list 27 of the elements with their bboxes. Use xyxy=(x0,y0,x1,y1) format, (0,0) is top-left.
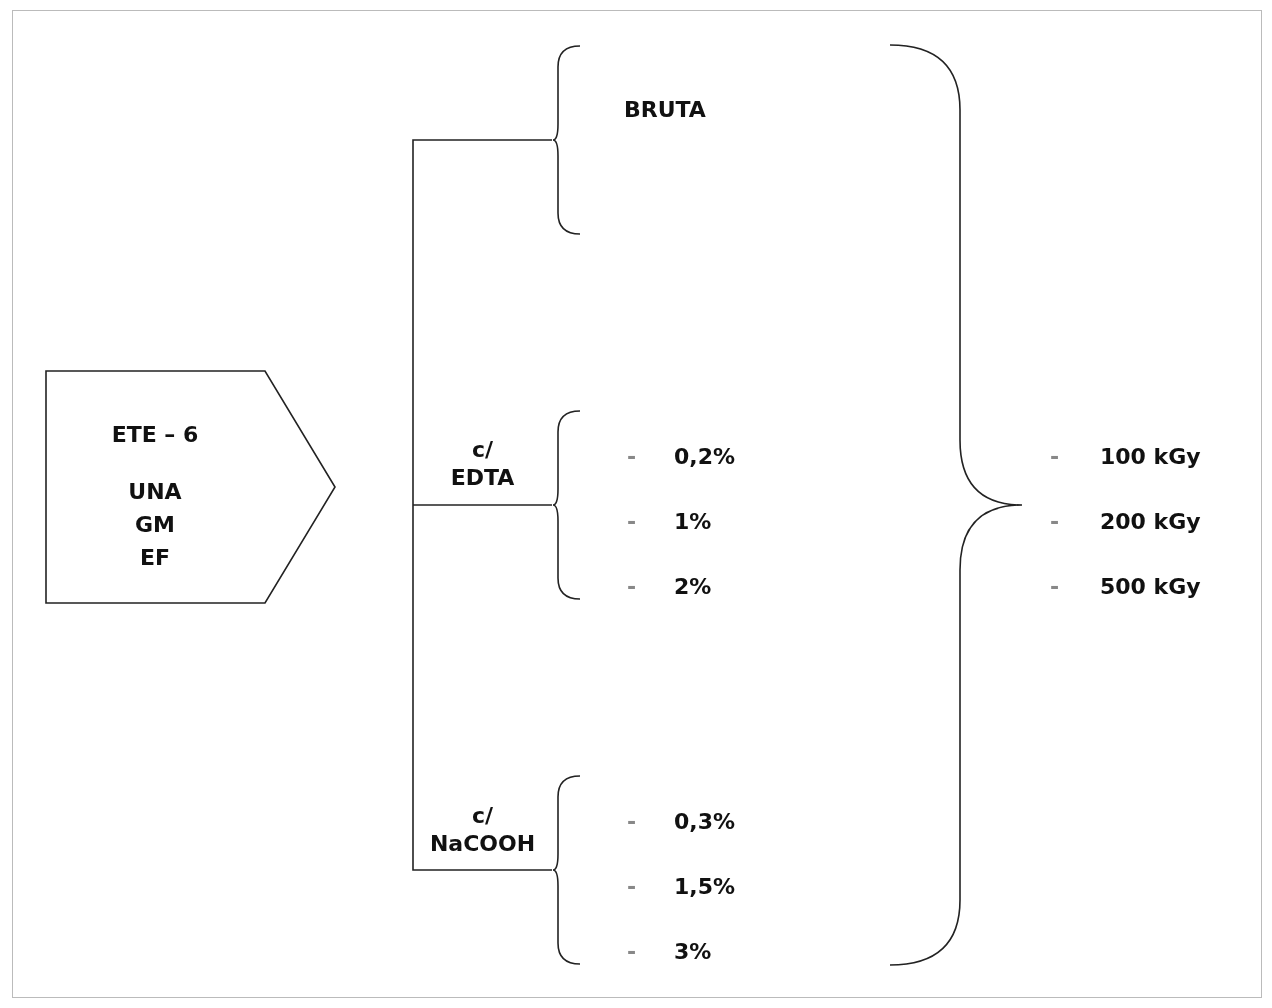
list-value: 1% xyxy=(674,508,712,536)
list-dash: - xyxy=(627,873,637,901)
list-dash: - xyxy=(627,938,637,966)
list-dash: - xyxy=(627,808,637,836)
list-value: 100 kGy xyxy=(1100,443,1201,471)
list-value: 0,3% xyxy=(674,808,735,836)
connector-line xyxy=(412,504,553,506)
list-value: 200 kGy xyxy=(1100,508,1201,536)
box-text: ETE – 6 xyxy=(111,421,199,449)
list-dash: - xyxy=(627,443,637,471)
list-dash: - xyxy=(1050,573,1060,601)
list-dash: - xyxy=(1050,443,1060,471)
list-dash: - xyxy=(1050,508,1060,536)
list-dash: - xyxy=(627,508,637,536)
connector-line xyxy=(412,504,553,871)
box-text: UNA GM EF xyxy=(128,478,182,572)
edge-label: c/ NaCOOH xyxy=(429,802,536,858)
list-value: 0,2% xyxy=(674,443,735,471)
pentagon-arrow-box xyxy=(45,370,337,604)
list-value: 500 kGy xyxy=(1100,573,1201,601)
group-title: BRUTA xyxy=(624,96,706,124)
list-value: 2% xyxy=(674,573,712,601)
edge-label: c/ EDTA xyxy=(450,436,515,492)
list-value: 3% xyxy=(674,938,712,966)
list-dash: - xyxy=(627,573,637,601)
list-value: 1,5% xyxy=(674,873,735,901)
connector-line xyxy=(412,139,553,506)
